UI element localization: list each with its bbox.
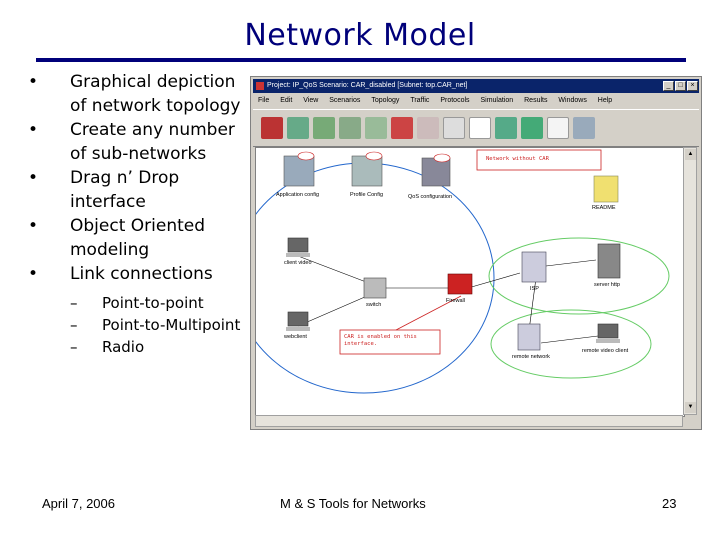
car-note-text: CAR is enabled on this interface. [344, 334, 417, 347]
bullet-item: •Object Oriented modeling [28, 216, 206, 260]
label-readme: README [592, 205, 616, 211]
isp-subnet-outline [488, 237, 670, 315]
sub-bullet-item: –Point-to-point [70, 294, 204, 312]
page-number: 23 [662, 496, 677, 511]
title-underline [36, 58, 686, 62]
label-qos-config: QoS configuration [408, 194, 453, 200]
web-client-pc-icon [287, 311, 309, 327]
vertical-scrollbar[interactable]: ▲ ▼ [683, 147, 697, 415]
menu-traffic[interactable]: Traffic [410, 97, 430, 104]
toolbar [253, 109, 699, 147]
footer-date: April 7, 2006 [42, 496, 115, 511]
label-isp: ISP [530, 286, 539, 292]
qos-config-icon [421, 157, 451, 187]
bullet-item: •Graphical depiction of network topology [28, 72, 241, 116]
menu-simulation[interactable]: Simulation [480, 97, 514, 104]
menu-topology[interactable]: Topology [371, 97, 400, 104]
zoom-icon[interactable] [417, 117, 439, 139]
app-icon [256, 82, 264, 90]
recover-link-icon[interactable] [365, 117, 387, 139]
graph-icon[interactable] [547, 117, 569, 139]
bullet-list: •Graphical depiction of network topology… [28, 70, 243, 358]
palette-icon[interactable] [261, 117, 283, 139]
isp-router-icon [521, 251, 547, 283]
sub-bullet-list: –Point-to-point –Point-to-Multipoint –Ra… [70, 292, 243, 358]
label-remote-video-client: remote video client [582, 348, 629, 354]
label-switch: switch [366, 302, 382, 308]
label-client-video: client video [284, 260, 312, 266]
label-profile-config: Profile Config [350, 192, 384, 198]
maximize-button[interactable]: □ [675, 81, 686, 91]
results-icon[interactable] [521, 117, 543, 139]
remote-video-client-icon [597, 323, 619, 339]
network-note-text: Network without CAR [486, 156, 549, 162]
network-note-box [476, 149, 602, 171]
link-icon[interactable] [287, 117, 309, 139]
slide-title: Network Model [244, 18, 476, 53]
client-video-pc-icon [287, 237, 309, 253]
simulation-icon[interactable] [495, 117, 517, 139]
menu-view[interactable]: View [303, 97, 319, 104]
menu-help[interactable]: Help [597, 97, 613, 104]
label-web-client: webclient [284, 334, 307, 340]
bullet-item: •Create any number of sub-networks [28, 120, 235, 164]
bullet-item: •Drag n’ Drop interface [28, 168, 180, 212]
window-titlebar: Project: IP_QoS Scenario: CAR_disabled [… [253, 79, 699, 93]
switch-icon [363, 277, 387, 299]
car-note-box [339, 329, 441, 355]
window-title: Project: IP_QoS Scenario: CAR_disabled [… [267, 82, 468, 89]
remote-subnet-outline [490, 309, 652, 379]
close-button[interactable]: × [687, 81, 698, 91]
unzoom-icon[interactable] [443, 117, 465, 139]
label-remote-network: remote network [512, 354, 550, 360]
minimize-button[interactable]: _ [663, 81, 674, 91]
sub-bullet-item: –Radio [70, 338, 145, 356]
label-server-http: server http [594, 282, 620, 288]
remote-network-icon [517, 323, 541, 351]
label-firewall: Firewall [446, 298, 465, 304]
menu-edit[interactable]: Edit [280, 97, 293, 104]
traffic-icon[interactable] [469, 117, 491, 139]
menu-file[interactable]: File [258, 97, 270, 104]
sub-bullet-item: –Point-to-Multipoint [70, 316, 241, 334]
footer-title: M & S Tools for Networks [280, 496, 426, 511]
app-config-icon [283, 155, 315, 187]
menu-bar: File Edit View Scenarios Topology Traffi… [253, 95, 699, 107]
statistics-icon[interactable] [573, 117, 595, 139]
return-parent-icon[interactable] [391, 117, 413, 139]
bullet-item: •Link connections –Point-to-point –Point… [28, 262, 243, 358]
topology-drawing [256, 149, 670, 394]
menu-results[interactable]: Results [524, 97, 548, 104]
horizontal-scrollbar[interactable] [255, 415, 683, 427]
menu-scenarios[interactable]: Scenarios [329, 97, 361, 104]
fail-link-icon[interactable] [339, 117, 361, 139]
verify-links-icon[interactable] [313, 117, 335, 139]
menu-protocols[interactable]: Protocols [440, 97, 470, 104]
label-app-config: Application config [276, 192, 320, 198]
app-window: Project: IP_QoS Scenario: CAR_disabled [… [250, 76, 702, 430]
scroll-up-arrow-icon[interactable]: ▲ [685, 149, 696, 160]
readme-icon [593, 175, 619, 203]
menu-windows[interactable]: Windows [558, 97, 587, 104]
topology-canvas[interactable]: Application config Profile Config QoS co… [255, 147, 685, 417]
scroll-down-arrow-icon[interactable]: ▼ [685, 402, 696, 413]
firewall-icon [447, 273, 473, 295]
server-http-icon [597, 243, 621, 279]
profile-config-icon [351, 155, 383, 187]
